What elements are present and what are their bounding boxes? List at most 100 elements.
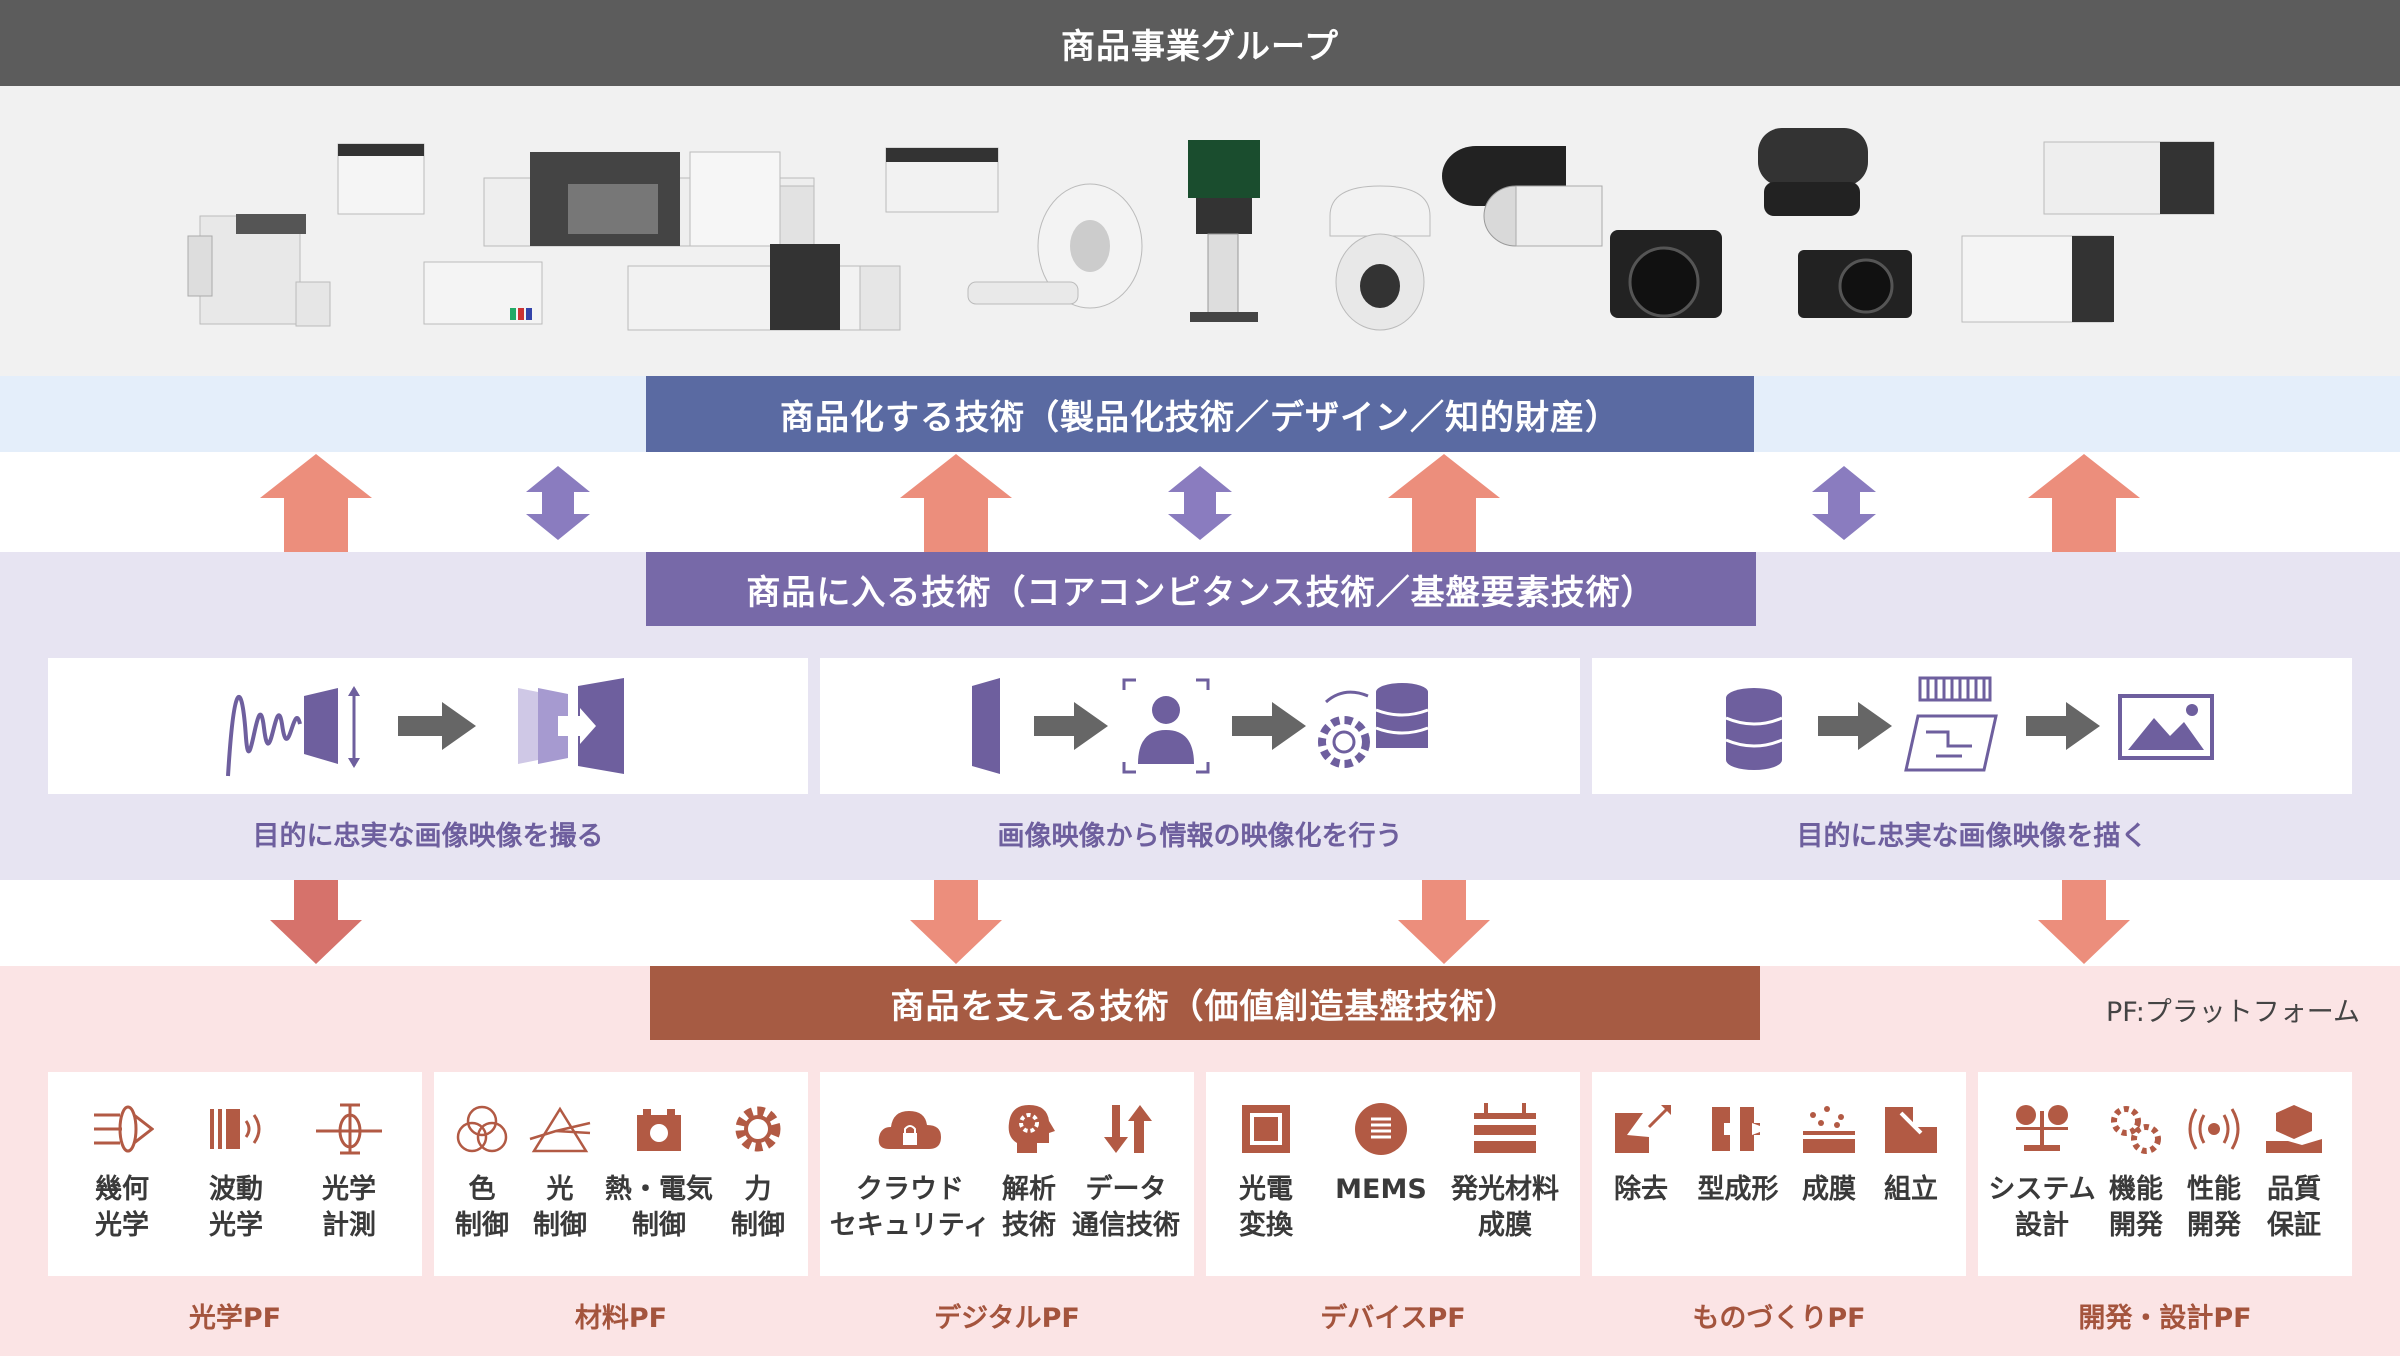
platform-item: 光学計測 (304, 1072, 394, 1276)
render-pipeline (1592, 658, 2352, 794)
manufacturing-platform-name: ものづくりPF (1692, 1303, 1866, 1334)
platform-item: 型成形 (1688, 1072, 1788, 1276)
platform-item: 性能開発 (2176, 1072, 2252, 1276)
materials-platform: 色制御 光制御 熱・電気制御 力制御 (434, 1072, 808, 1276)
up-down-arrows-icon (1104, 1105, 1152, 1153)
molding-icon (1712, 1107, 1768, 1151)
platform-item: 色制御 (450, 1072, 514, 1276)
right-arrow-icon (2026, 702, 2100, 750)
product-lineup (0, 86, 2400, 376)
right-arrow-icon (1232, 702, 1306, 750)
up-arrow (260, 454, 372, 552)
digital-press-image (627, 244, 901, 331)
ct-scanner-image (967, 183, 1143, 309)
product-images (187, 128, 2215, 331)
device-platform-name: デバイスPF (1320, 1303, 1466, 1334)
optics-platform-name: 光学PF (188, 1303, 282, 1334)
camera-lenses-image (1442, 146, 1603, 247)
double-arrow (526, 466, 590, 540)
processing-database-icon (1318, 683, 1429, 768)
film-icon (1803, 1106, 1855, 1153)
render-caption: 目的に忠実な画像映像を描く (1796, 821, 2148, 852)
gear-icon (735, 1106, 781, 1152)
light-beam-icon (94, 1105, 154, 1153)
development-platform-name: 開発・設計PF (2078, 1303, 2252, 1334)
layers-icon (1474, 1103, 1536, 1153)
platform-item: システム設計 (1980, 1072, 2104, 1276)
balance-icon (2016, 1105, 2068, 1151)
image-frames-icon (518, 678, 624, 774)
inkjet-printer-image (423, 261, 543, 325)
sensor-panel-icon (972, 678, 1000, 774)
platform-item: クラウドセキュリティ (828, 1072, 992, 1276)
double-arrow (1812, 466, 1876, 540)
head-gear-icon (1008, 1105, 1055, 1153)
up-arrow (900, 454, 1012, 552)
ultrasound-system-image (1188, 140, 1260, 322)
materials-platform-name: 材料PF (574, 1303, 668, 1334)
platform-item: 解析技術 (992, 1072, 1066, 1276)
mems-icon (1355, 1103, 1407, 1155)
device-platform: 光電変換 MEMS 発光材料成膜 (1206, 1072, 1580, 1276)
prism-icon (529, 1106, 591, 1153)
multifunction-printer-image (187, 214, 331, 327)
optics-platform: 幾何光学 波動光学 光学計測 (48, 1072, 422, 1276)
digital-platform: クラウドセキュリティ 解析技術 データ通信技術 (820, 1072, 1194, 1276)
battery-icon (637, 1109, 681, 1151)
semiconductor-equipment-image (1961, 141, 2215, 323)
productization-layer-title: 商品化する技術（製品化技術／デザイン／知的財産） (646, 376, 1754, 452)
compact-camera-image (1798, 250, 1912, 318)
laser-printer-image (337, 143, 425, 215)
layer-connectors-lower (270, 880, 2130, 964)
platform-item: 幾何光学 (82, 1072, 162, 1276)
wave-sensor-icon (226, 686, 360, 777)
down-arrow (1398, 880, 1490, 964)
platform-item: 機能開発 (2098, 1072, 2174, 1276)
network-camera-image (1329, 185, 1431, 331)
box-hand-icon (2266, 1105, 2322, 1153)
capture-caption: 目的に忠実な画像映像を撮る (252, 821, 604, 852)
platform-item: 力制御 (726, 1072, 790, 1276)
right-arrow-icon (1818, 702, 1892, 750)
platform-item: 組立 (1876, 1072, 1946, 1276)
platform-item: 除去 (1606, 1072, 1676, 1276)
information-pipeline (820, 658, 1580, 794)
platform-note: PF:プラットフォーム (2105, 997, 2360, 1028)
large-format-printer-image (885, 147, 999, 213)
wave-icon (210, 1109, 261, 1149)
rgb-circles-icon (456, 1105, 508, 1153)
platform-item: 熱・電気制御 (604, 1072, 714, 1276)
down-arrow (2038, 880, 2130, 964)
foundation-layer-title: 商品を支える技術（価値創造基盤技術） (650, 966, 1760, 1040)
mirrorless-camera-image (1610, 230, 1722, 318)
up-arrow (2028, 454, 2140, 552)
layer-connectors-upper (260, 454, 2140, 552)
optical-measure-icon (316, 1103, 382, 1155)
manufacturing-platform: 除去 型成形 成膜 組立 (1592, 1072, 1966, 1276)
circuit-board-icon (1904, 676, 1998, 772)
removal-icon (1615, 1105, 1671, 1153)
chip-icon (1242, 1105, 1290, 1153)
development-platform: システム設計 機能開発 性能開発 品質保証 (1978, 1072, 2352, 1276)
platform-item: 光電変換 (1226, 1072, 1306, 1276)
vr-headset-image (1758, 128, 1868, 216)
platform-item: MEMS (1328, 1072, 1434, 1276)
down-arrow (270, 880, 362, 964)
platform-item: 発光材料成膜 (1440, 1072, 1570, 1276)
down-arrow (910, 880, 1002, 964)
information-caption: 画像映像から情報の映像化を行う (997, 821, 1403, 852)
face-recognition-icon (1122, 678, 1210, 774)
platform-item: データ通信技術 (1066, 1072, 1186, 1276)
signal-icon (2188, 1108, 2240, 1150)
up-arrow (1388, 454, 1500, 552)
platform-item: 波動光学 (196, 1072, 276, 1276)
platform-item: 光制御 (528, 1072, 592, 1276)
gears-icon (2111, 1106, 2161, 1154)
production-press-image (483, 151, 815, 247)
right-arrow-icon (398, 702, 476, 750)
database-icon (1725, 688, 1783, 770)
cloud-lock-icon (878, 1111, 941, 1149)
assembly-icon (1885, 1107, 1937, 1153)
digital-platform-name: デジタルPF (934, 1303, 1080, 1334)
right-arrow-icon (1034, 702, 1108, 750)
